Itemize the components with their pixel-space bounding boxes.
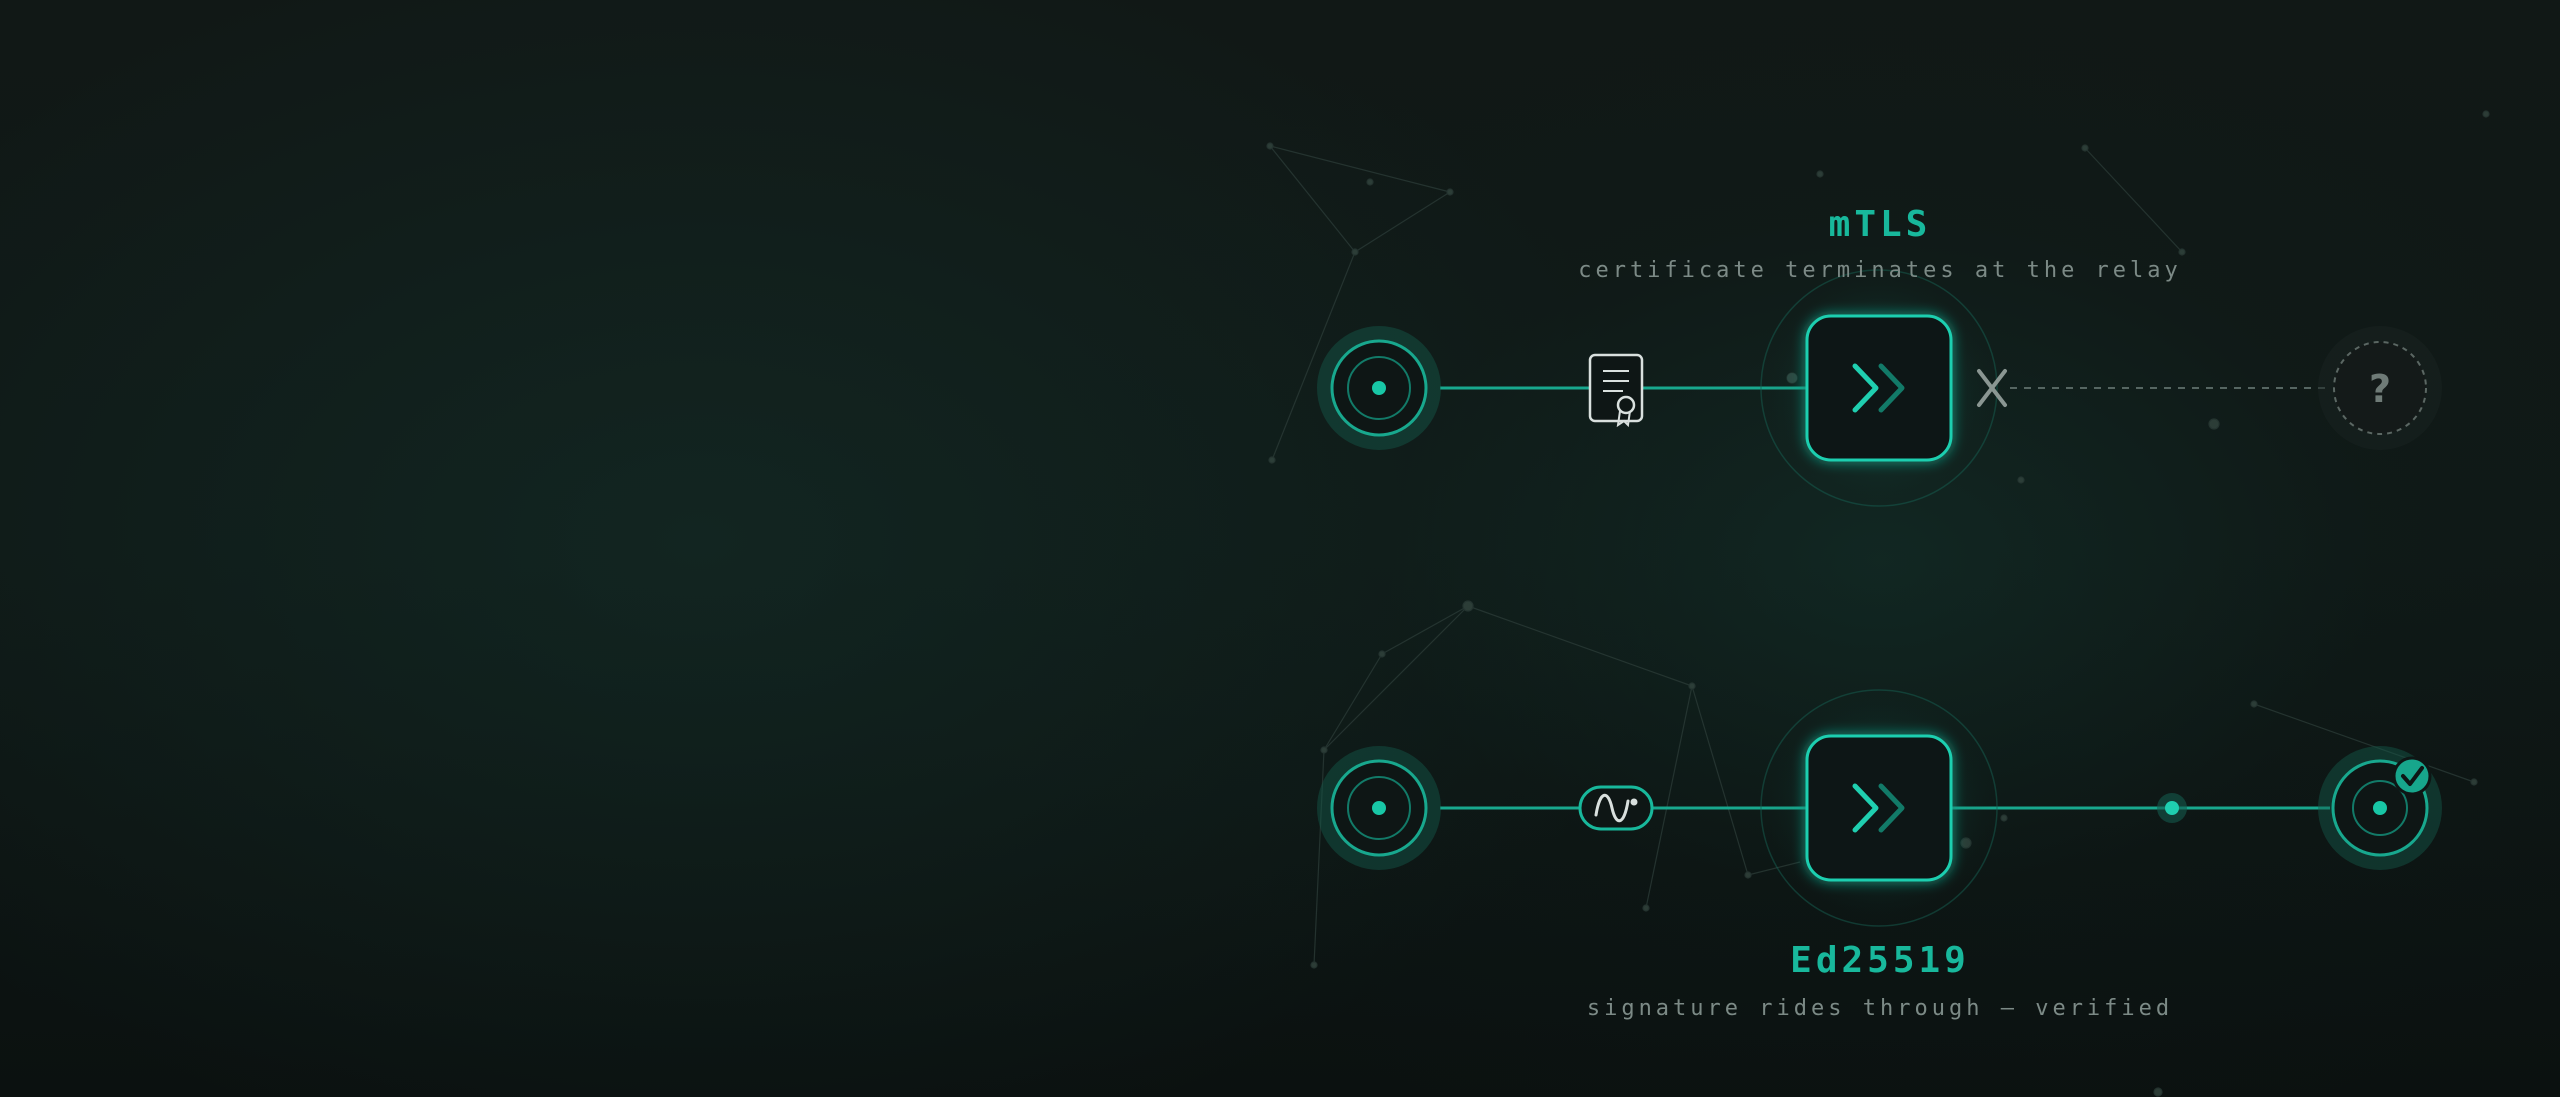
- mtls-flow: ?: [1317, 268, 2442, 508]
- target-node-icon: [1317, 746, 1441, 870]
- relay-forward-icon: [1805, 734, 1953, 882]
- question-mark-icon: ?: [2318, 326, 2442, 450]
- relay-forward-icon: [1805, 314, 1953, 462]
- constellation-background: [1266, 110, 2490, 1097]
- unknown-mark: ?: [2369, 367, 2391, 411]
- ed25519-flow: [1317, 688, 2442, 928]
- checkmark-icon: [2392, 756, 2432, 796]
- mtls-subtitle: certificate terminates at the relay: [1578, 258, 2182, 283]
- certificate-icon: [1588, 353, 1644, 428]
- target-node-icon: [1317, 326, 1441, 450]
- x-icon: [1977, 369, 2007, 407]
- ed25519-title: Ed25519: [1790, 940, 1970, 981]
- mtls-title: mTLS: [1828, 204, 1932, 245]
- signature-packet-dot: [2157, 793, 2187, 823]
- ed25519-subtitle: signature rides through — verified: [1586, 996, 2174, 1021]
- signature-wave-icon: [1578, 785, 1654, 831]
